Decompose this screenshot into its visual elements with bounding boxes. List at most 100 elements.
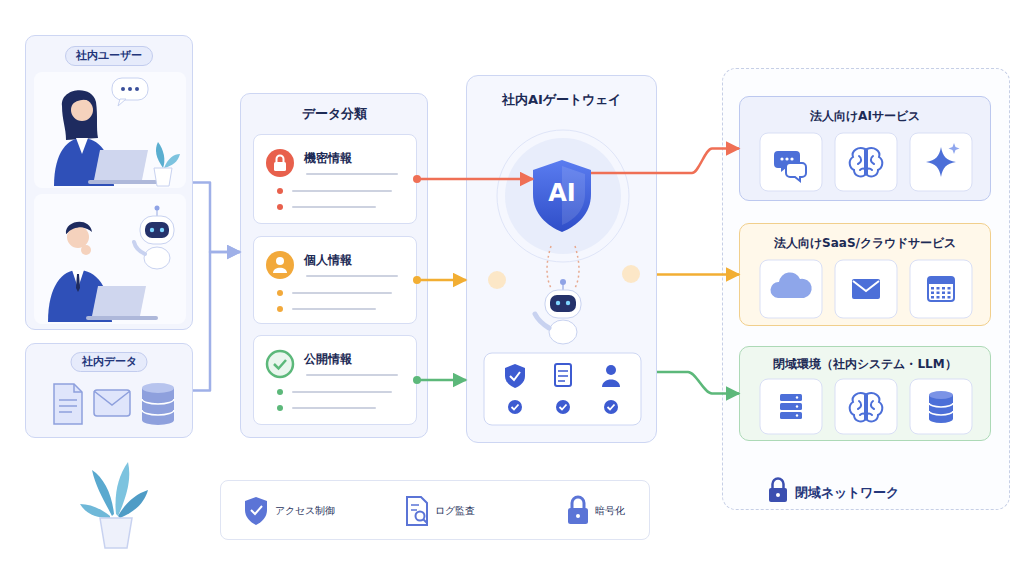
icon-shape xyxy=(948,296,951,299)
icon-shape xyxy=(274,360,286,369)
icon-shape xyxy=(760,379,822,434)
icon-shape xyxy=(545,290,581,318)
leaf xyxy=(118,490,148,518)
icon-shape xyxy=(948,292,951,295)
icon-shape xyxy=(931,287,934,290)
icon-shape xyxy=(70,95,94,106)
icon-shape xyxy=(276,257,284,265)
icon-shape xyxy=(547,246,579,288)
icon-shape xyxy=(508,400,522,414)
icon-shape xyxy=(497,130,629,262)
icon-shape xyxy=(566,301,570,305)
data-class-card-icon xyxy=(254,135,418,225)
icon-shape xyxy=(760,133,822,191)
service-box: 法人向けAIサービス xyxy=(739,96,991,201)
ai-shield: AI xyxy=(529,158,595,234)
card-title: 個人情報 xyxy=(304,253,352,268)
icon-shape xyxy=(306,275,398,277)
service-title: 法人向けSaaS/クラウドサービス xyxy=(774,236,956,251)
icon-shape xyxy=(910,260,972,318)
icon-shape xyxy=(277,389,283,395)
icon-shape xyxy=(858,401,874,415)
icon-shape xyxy=(154,168,172,186)
icon-shape xyxy=(853,281,879,291)
icon-shape xyxy=(929,415,953,423)
icon-shape xyxy=(292,391,392,393)
security-bar: アクセス制御ログ監査暗号化 xyxy=(220,480,650,540)
icon-shape xyxy=(850,393,883,421)
icon-shape xyxy=(505,138,621,254)
icon-shape xyxy=(852,279,880,299)
icon-shape xyxy=(128,87,132,91)
icon-shape xyxy=(142,415,174,425)
flow-arrow xyxy=(657,273,739,276)
flow-arrow xyxy=(193,252,240,391)
icon-shape xyxy=(88,180,158,184)
icon-shape xyxy=(568,508,588,524)
icon-shape xyxy=(929,403,953,415)
card-title: 公開情報 xyxy=(304,352,352,367)
icon-shape xyxy=(34,72,186,188)
icon-shape xyxy=(92,286,146,316)
icon-shape xyxy=(292,206,376,208)
icon-shape xyxy=(558,371,568,381)
icon-shape xyxy=(423,519,427,523)
icon-shape xyxy=(510,372,520,380)
icon-shape xyxy=(926,147,956,177)
card-title: 機密情報 xyxy=(304,151,352,166)
icon-shape xyxy=(86,316,158,320)
flow-arrow xyxy=(417,178,533,181)
panel-label: 社内データ xyxy=(71,352,148,372)
data-class-card-icon xyxy=(254,237,418,325)
icon-shape xyxy=(604,400,618,414)
user-panel-icon xyxy=(26,36,194,331)
icon-shape xyxy=(937,296,940,299)
data-class-card: 公開情報 xyxy=(253,335,417,425)
icon-shape xyxy=(602,380,620,388)
service-title: 閉域環境（社内システム・LLM） xyxy=(773,357,956,372)
icon-shape xyxy=(608,405,615,410)
icon-shape xyxy=(928,277,954,284)
icon-shape xyxy=(556,400,570,414)
user-panel: 社内ユーザー xyxy=(25,35,193,330)
icon-shape xyxy=(121,87,125,91)
icon-shape xyxy=(533,160,591,232)
icon-shape xyxy=(773,479,784,489)
icon-shape xyxy=(835,379,897,434)
icon-shape xyxy=(850,148,865,176)
icon-shape xyxy=(134,242,145,254)
icon-shape xyxy=(780,394,802,401)
icon-shape xyxy=(277,306,283,312)
icon-shape xyxy=(948,287,951,290)
icon-shape xyxy=(929,391,953,399)
icon-shape xyxy=(780,412,802,419)
icon-shape xyxy=(135,87,139,91)
data-panel: 社内データ xyxy=(25,343,193,438)
icon-shape xyxy=(76,274,80,292)
icon-shape xyxy=(785,157,788,160)
icon-shape xyxy=(555,364,571,386)
shield-label: AI xyxy=(548,178,576,208)
icon-shape xyxy=(160,228,164,232)
feature-label: アクセス制御 xyxy=(275,505,335,518)
icon-shape xyxy=(910,133,972,191)
icon-shape xyxy=(277,188,283,194)
icon-shape xyxy=(140,216,174,244)
icon-shape xyxy=(769,488,787,502)
icon-shape xyxy=(505,364,525,388)
icon-shape xyxy=(81,245,91,255)
gateway-panel: 社内AIゲートウェイAI xyxy=(466,75,657,443)
icon-shape xyxy=(835,260,897,318)
service-box: 閉域環境（社内システム・LLM） xyxy=(739,346,991,441)
icon-shape xyxy=(277,290,283,296)
data-class-card-icon xyxy=(254,336,418,426)
icon-shape xyxy=(164,154,180,168)
flow-arrow xyxy=(657,372,739,394)
icon-shape xyxy=(796,405,798,407)
icon-shape xyxy=(488,271,506,289)
icon-shape xyxy=(867,393,882,421)
closed-network-region: 閉域ネットワーク法人向けAIサービス法人向けSaaS/クラウドサービス閉域環境（… xyxy=(722,68,1010,510)
icon-shape xyxy=(776,493,780,497)
icon-shape xyxy=(150,228,154,232)
